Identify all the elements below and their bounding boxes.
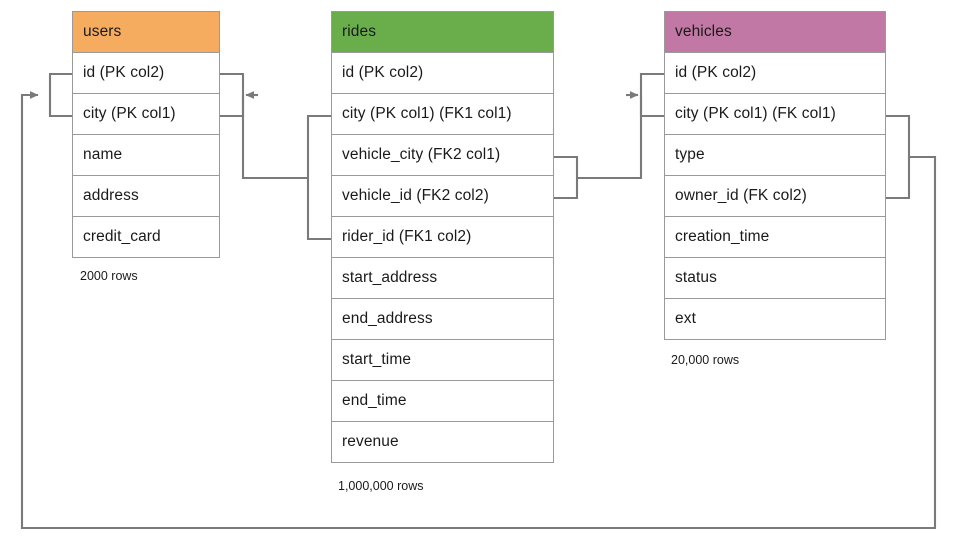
field-label: city (PK col1) xyxy=(83,105,176,122)
connector-vehicles-left-bracket xyxy=(639,72,664,118)
field-rides-vehicle-id[interactable]: vehicle_id (FK2 col2) xyxy=(331,176,554,217)
field-label: revenue xyxy=(342,433,399,450)
field-users-credit-card[interactable]: credit_card xyxy=(72,217,220,258)
connector-rides-fk2-link xyxy=(577,95,643,180)
field-label: creation_time xyxy=(675,228,770,245)
field-label: vehicle_id (FK2 col2) xyxy=(342,187,489,204)
field-label: credit_card xyxy=(83,228,161,245)
rowcount-rides: 1,000,000 rows xyxy=(338,479,424,493)
field-vehicles-id[interactable]: id (PK col2) xyxy=(664,53,886,94)
connector-rides-fk2-path xyxy=(554,155,579,200)
field-label: rider_id (FK1 col2) xyxy=(342,228,472,245)
field-label: id (PK col2) xyxy=(675,64,757,81)
field-label: type xyxy=(675,146,705,163)
entity-rides-header: rides xyxy=(331,11,554,53)
field-label: city (PK col1) (FK1 col1) xyxy=(342,105,512,122)
field-users-address[interactable]: address xyxy=(72,176,220,217)
field-label: start_time xyxy=(342,351,412,368)
entity-vehicles-header: vehicles xyxy=(664,11,886,53)
field-vehicles-ext[interactable]: ext xyxy=(664,299,886,340)
field-rides-end-address[interactable]: end_address xyxy=(331,299,554,340)
rowcount-users: 2000 rows xyxy=(80,269,138,283)
connector-users-left-bracket xyxy=(48,72,72,118)
field-rides-city[interactable]: city (PK col1) (FK1 col1) xyxy=(331,94,554,135)
field-label: vehicle_city (FK2 col1) xyxy=(342,146,501,163)
field-vehicles-creation-time[interactable]: creation_time xyxy=(664,217,886,258)
connector-users-right-bracket xyxy=(220,72,245,118)
field-rides-start-address[interactable]: start_address xyxy=(331,258,554,299)
field-vehicles-status[interactable]: status xyxy=(664,258,886,299)
entity-users-title: users xyxy=(83,23,122,40)
connector-vehicles-right-bracket xyxy=(886,114,911,200)
field-label: address xyxy=(83,187,139,204)
field-rides-start-time[interactable]: start_time xyxy=(331,340,554,381)
field-label: id (PK col2) xyxy=(342,64,424,81)
field-vehicles-owner-id[interactable]: owner_id (FK col2) xyxy=(664,176,886,217)
field-users-id[interactable]: id (PK col2) xyxy=(72,53,220,94)
field-vehicles-city[interactable]: city (PK col1) (FK col1) xyxy=(664,94,886,135)
field-vehicles-type[interactable]: type xyxy=(664,135,886,176)
field-label: end_address xyxy=(342,310,433,327)
field-label: city (PK col1) (FK col1) xyxy=(675,105,836,122)
connector-rides-fk1-link xyxy=(241,95,308,180)
entity-rides-title: rides xyxy=(342,23,377,40)
field-label: ext xyxy=(675,310,696,327)
field-rides-vehicle-city[interactable]: vehicle_city (FK2 col1) xyxy=(331,135,554,176)
field-rides-rider-id[interactable]: rider_id (FK1 col2) xyxy=(331,217,554,258)
field-label: end_time xyxy=(342,392,407,409)
field-rides-id[interactable]: id (PK col2) xyxy=(331,53,554,94)
rowcount-vehicles: 20,000 rows xyxy=(671,353,740,367)
entity-users[interactable]: users id (PK col2) city (PK col1) name a… xyxy=(72,11,220,258)
entity-vehicles-title: vehicles xyxy=(675,23,732,40)
connector-rides-fk1-path xyxy=(306,114,331,241)
field-label: start_address xyxy=(342,269,438,286)
field-rides-revenue[interactable]: revenue xyxy=(331,422,554,463)
field-users-city[interactable]: city (PK col1) xyxy=(72,94,220,135)
field-label: status xyxy=(675,269,717,286)
field-label: owner_id (FK col2) xyxy=(675,187,807,204)
entity-rides[interactable]: rides id (PK col2) city (PK col1) (FK1 c… xyxy=(331,11,554,463)
entity-users-header: users xyxy=(72,11,220,53)
field-rides-end-time[interactable]: end_time xyxy=(331,381,554,422)
field-label: name xyxy=(83,146,123,163)
field-users-name[interactable]: name xyxy=(72,135,220,176)
field-label: id (PK col2) xyxy=(83,64,165,81)
entity-vehicles[interactable]: vehicles id (PK col2) city (PK col1) (FK… xyxy=(664,11,886,340)
